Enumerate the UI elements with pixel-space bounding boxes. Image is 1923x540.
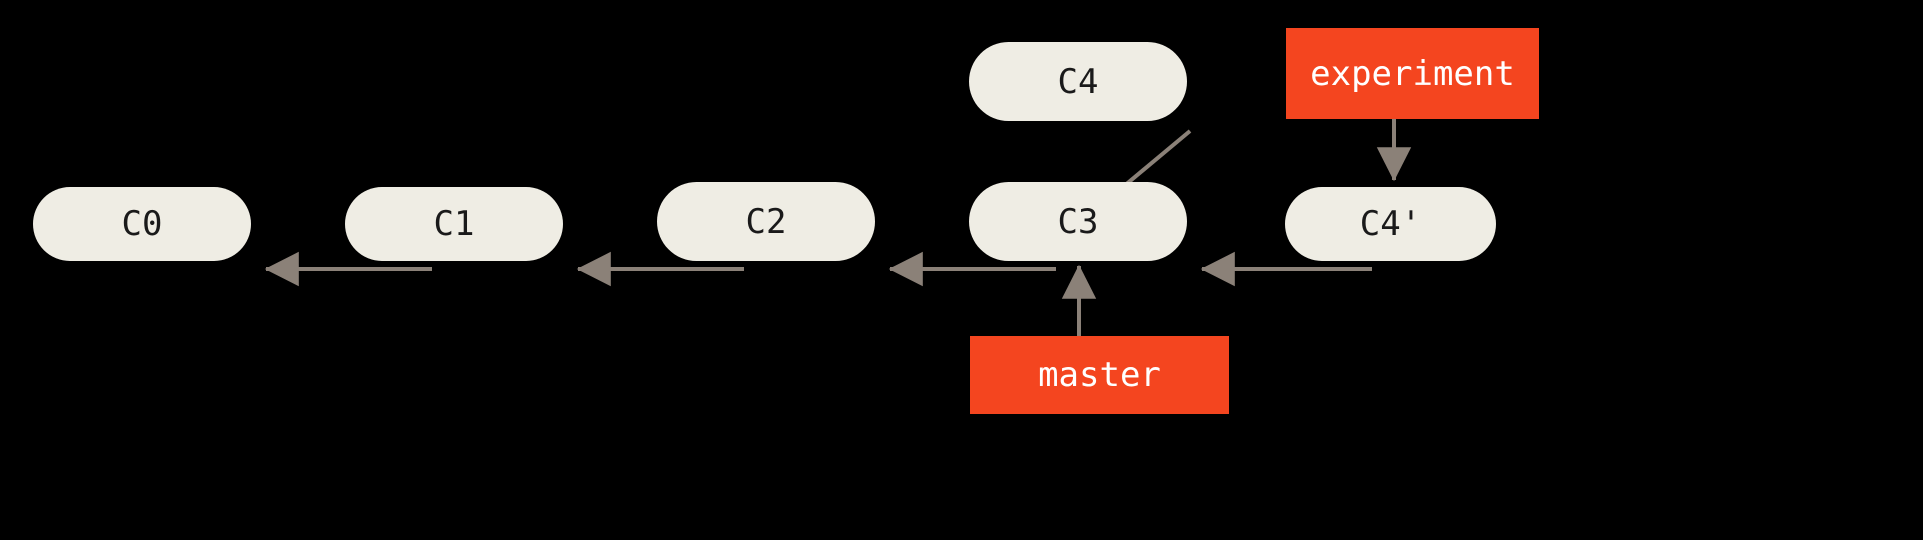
- commit-node-c2[interactable]: C2: [657, 182, 875, 261]
- branch-label-experiment[interactable]: experiment: [1286, 28, 1539, 119]
- branch-label-experiment-text: experiment: [1310, 53, 1515, 94]
- commit-node-c4[interactable]: C4: [969, 42, 1187, 121]
- commit-label-c1: C1: [433, 204, 475, 244]
- commit-node-c0[interactable]: C0: [33, 187, 251, 261]
- commit-label-c4-prime: C4': [1359, 204, 1422, 244]
- commit-label-c4: C4: [1057, 61, 1099, 102]
- commit-label-c3: C3: [1057, 201, 1099, 242]
- commit-label-c2: C2: [745, 201, 787, 242]
- commit-node-c3[interactable]: C3: [969, 182, 1187, 261]
- commit-node-c1[interactable]: C1: [345, 187, 563, 261]
- branch-label-master[interactable]: master: [970, 336, 1229, 414]
- branch-label-master-text: master: [1038, 355, 1161, 395]
- commit-label-c0: C0: [121, 204, 163, 244]
- commit-node-c4-prime[interactable]: C4': [1285, 187, 1496, 261]
